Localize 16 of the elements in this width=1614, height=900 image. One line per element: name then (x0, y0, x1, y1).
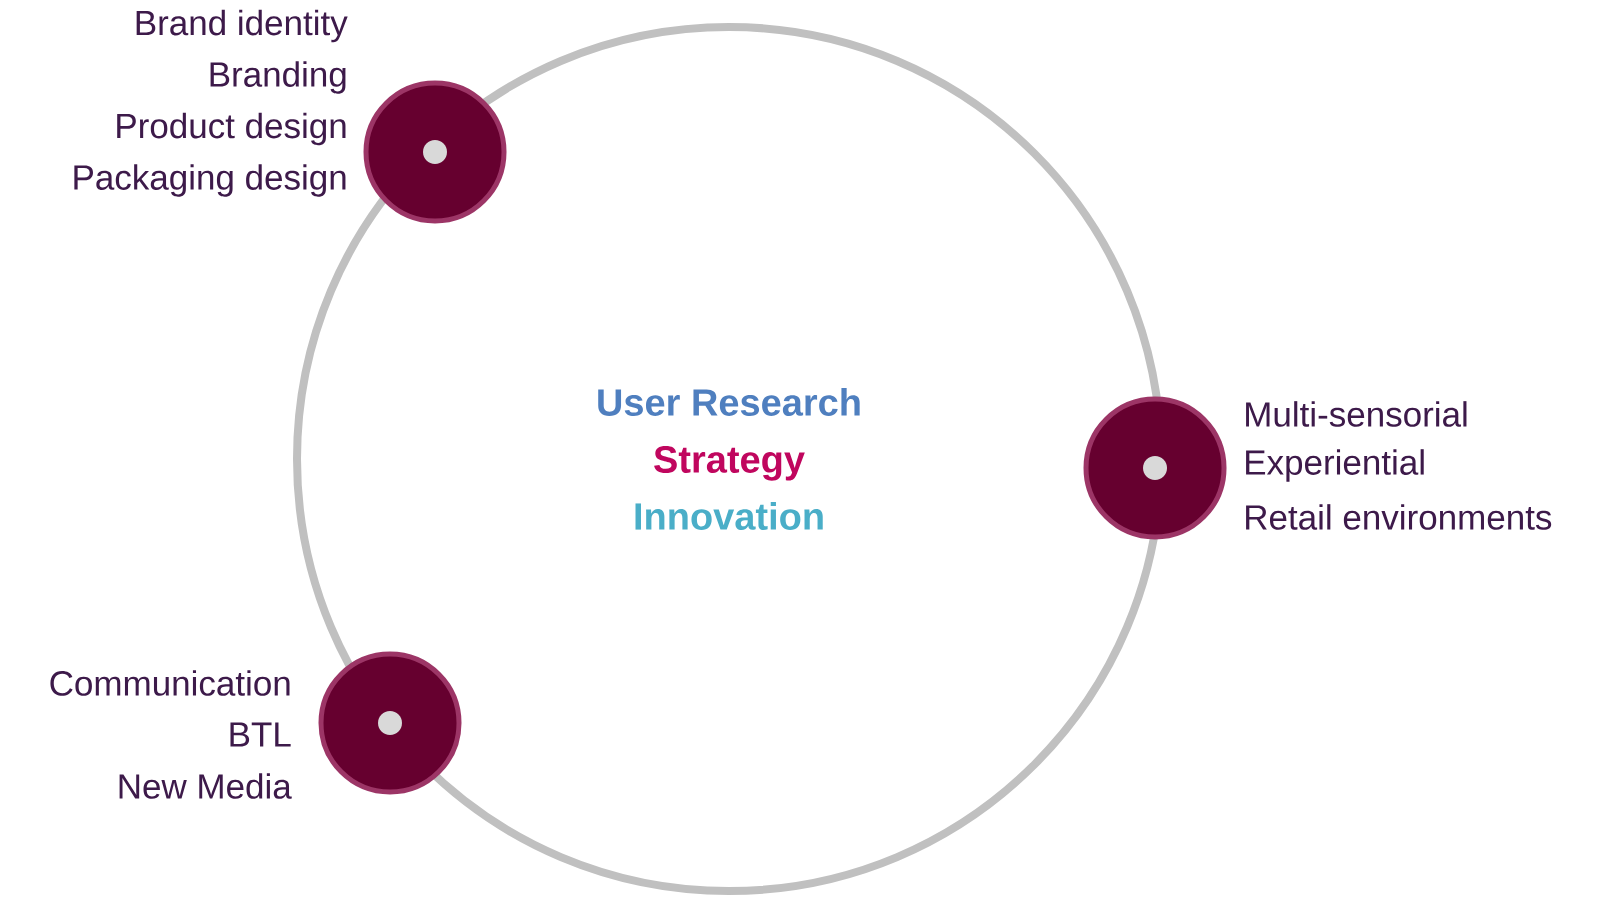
center-label: User Research (598, 388, 860, 416)
item-label: Multi-sensorial (1246, 401, 1467, 427)
item-label: Brand identity (136, 9, 348, 43)
item-label: Branding (210, 61, 346, 94)
item-label: Retail environments (1246, 504, 1552, 530)
item-label: BTL (230, 722, 291, 747)
center-label: Strategy (654, 446, 805, 481)
dot-circle (318, 651, 462, 795)
item-label: Packaging design (74, 164, 346, 197)
center-label: Innovation (635, 502, 823, 530)
dot-circle (1083, 396, 1227, 540)
item-label: New Media (119, 773, 292, 799)
item-label: Product design (117, 112, 346, 146)
item-label: Experiential (1246, 449, 1424, 482)
item-label: Communication (50, 670, 290, 696)
dot-circle (363, 80, 507, 224)
